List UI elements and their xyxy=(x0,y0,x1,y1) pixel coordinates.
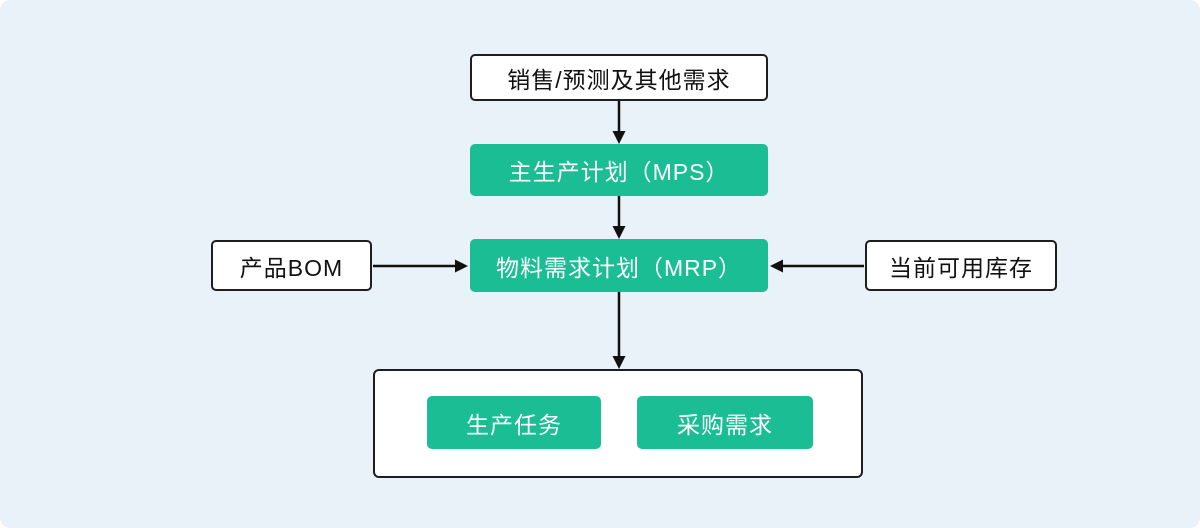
node-available-inventory: 当前可用库存 xyxy=(865,240,1057,291)
arrow-mps-to-mrp xyxy=(612,196,626,239)
arrow-mrp-to-outputs xyxy=(612,292,626,369)
node-master-production-schedule: 主生产计划（MPS） xyxy=(470,144,768,196)
outputs-group-box: 生产任务 采购需求 xyxy=(373,369,863,478)
node-sales-forecast-demand: 销售/预测及其他需求 xyxy=(470,54,768,101)
node-purchase-demand: 采购需求 xyxy=(637,396,813,449)
arrow-inventory-to-mrp xyxy=(770,259,864,273)
node-product-bom: 产品BOM xyxy=(211,240,372,291)
arrow-sales-to-mps xyxy=(612,101,626,144)
node-material-requirements-planning: 物料需求计划（MRP） xyxy=(470,239,768,292)
node-production-task: 生产任务 xyxy=(427,396,601,449)
arrow-bom-to-mrp xyxy=(373,259,468,273)
